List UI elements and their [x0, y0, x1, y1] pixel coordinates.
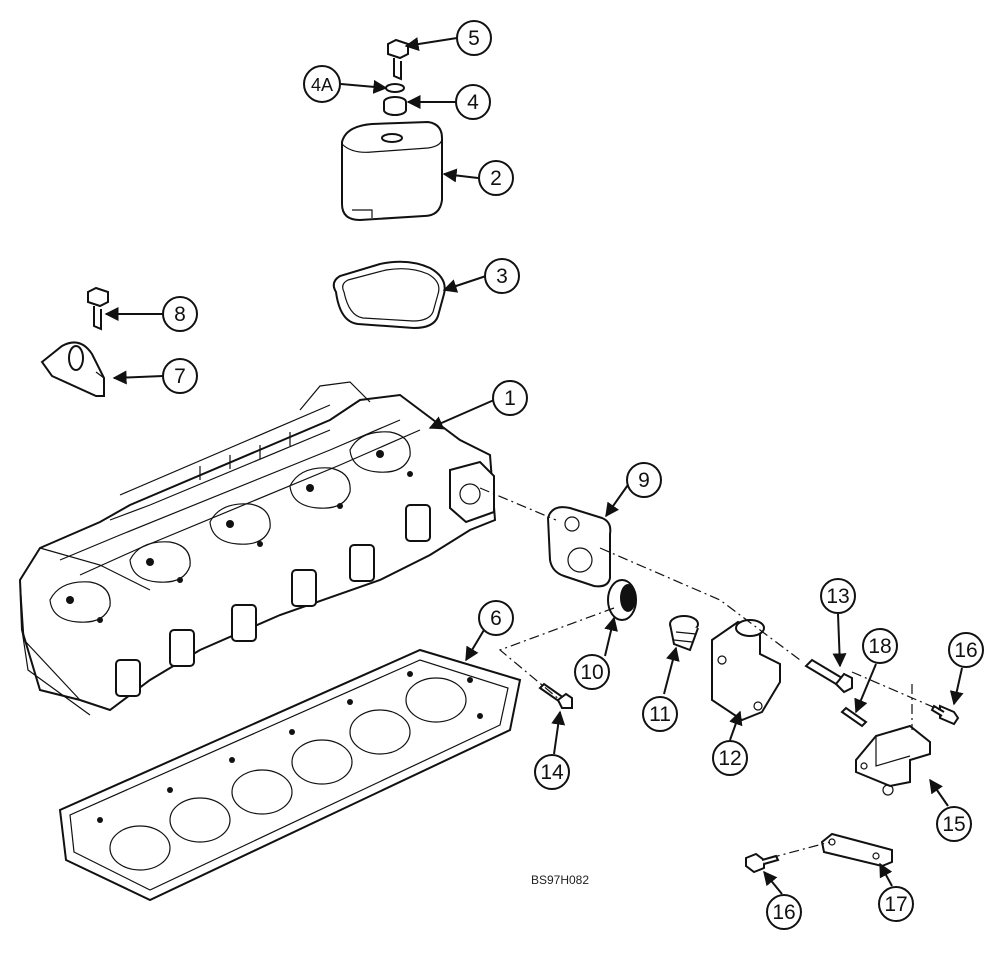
svg-text:12: 12 — [718, 747, 741, 770]
callout-8: 8 — [162, 296, 198, 332]
thermostat-gasket-9-icon — [546, 506, 612, 588]
callout-13: 13 — [820, 578, 856, 614]
svg-text:16: 16 — [772, 901, 795, 924]
callout-9: 9 — [626, 462, 662, 498]
assembly-lines — [479, 487, 941, 859]
svg-text:6: 6 — [490, 607, 502, 630]
callout-3: 3 — [484, 258, 520, 294]
callout-7: 7 — [162, 358, 198, 394]
plate-17-icon — [820, 832, 893, 868]
gasket-3-icon — [332, 260, 446, 330]
callout-14: 14 — [534, 754, 570, 790]
thermostat-housing-12-icon — [711, 619, 781, 722]
svg-text:17: 17 — [884, 893, 907, 916]
svg-text:2: 2 — [490, 167, 502, 190]
callout-12: 12 — [712, 740, 748, 776]
callout-1: 1 — [492, 380, 528, 416]
callout-15: 15 — [936, 806, 972, 842]
svg-text:18: 18 — [868, 635, 891, 658]
callout-5: 5 — [456, 20, 492, 56]
bolt-14-icon — [538, 682, 573, 709]
callout-2: 2 — [478, 160, 514, 196]
callout-18: 18 — [862, 628, 898, 664]
washer-4a-icon — [385, 83, 405, 93]
svg-text:11: 11 — [649, 703, 671, 726]
callout-11: 11 — [642, 696, 678, 732]
callout-6: 6 — [478, 600, 514, 636]
svg-text:10: 10 — [580, 661, 603, 684]
dowel-pin-18-icon — [840, 706, 868, 728]
bolt-13-icon — [804, 658, 853, 694]
seal-10-icon — [607, 579, 637, 621]
svg-text:9: 9 — [638, 469, 650, 492]
svg-text:8: 8 — [174, 303, 186, 326]
callout-16-lower: 16 — [766, 894, 802, 930]
svg-text:16: 16 — [954, 639, 977, 662]
callout-10: 10 — [574, 654, 610, 690]
callout-4a: 4A — [303, 65, 341, 103]
svg-text:1: 1 — [504, 387, 516, 410]
svg-text:4A: 4A — [311, 75, 333, 95]
head-gasket-6-icon — [58, 648, 522, 902]
bolt-8-icon — [87, 286, 109, 331]
svg-text:4: 4 — [467, 91, 479, 114]
drawing-reference: BS97H082 — [531, 873, 589, 887]
bolt-5-icon — [387, 38, 409, 81]
bolt-16-lower-icon — [745, 852, 780, 874]
callout-17: 17 — [878, 886, 914, 922]
svg-text:3: 3 — [496, 265, 508, 288]
svg-text:5: 5 — [468, 27, 480, 50]
bolt-16-upper-icon — [930, 704, 960, 726]
callout-4: 4 — [455, 84, 491, 120]
lifting-bracket-7-icon — [40, 341, 105, 397]
svg-text:7: 7 — [174, 365, 186, 388]
grommet-4-icon — [383, 96, 407, 116]
svg-text:15: 15 — [942, 813, 965, 836]
bracket-15-icon — [855, 724, 931, 796]
leader-lines — [104, 37, 964, 895]
thermostat-11-icon — [669, 615, 699, 652]
rocker-cover-2-icon — [341, 120, 443, 222]
callout-16-upper: 16 — [948, 632, 984, 668]
svg-text:14: 14 — [540, 761, 564, 784]
svg-text:13: 13 — [826, 585, 849, 608]
cylinder-head-1-icon — [18, 381, 497, 716]
